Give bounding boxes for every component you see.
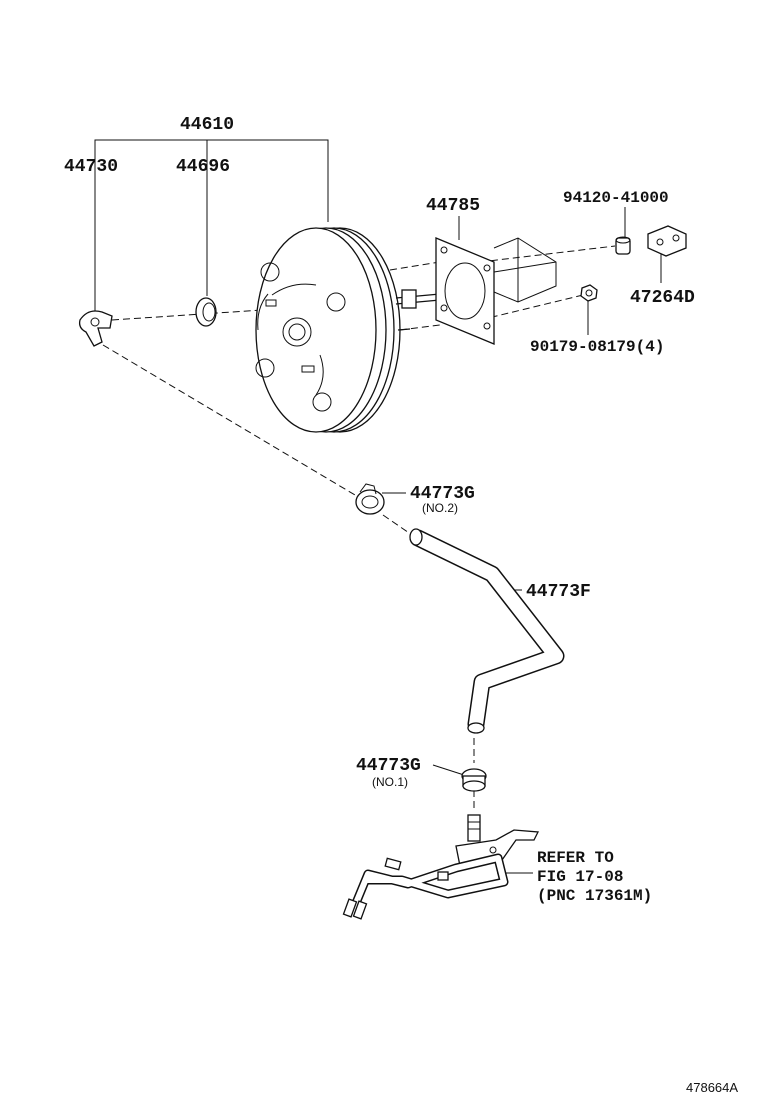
grommet — [195, 297, 217, 327]
label-44773G-no2: 44773G — [410, 484, 475, 504]
leader-44610 — [94, 139, 329, 312]
label-44773F: 44773F — [526, 582, 591, 602]
label-90179-08179: 90179-08179(4) — [530, 338, 664, 356]
leader-lines — [94, 139, 662, 874]
bush — [615, 236, 631, 255]
figure-id: 478664A — [686, 1080, 738, 1095]
reference-line-1: REFER TO — [537, 849, 614, 867]
label-44773G-no1: 44773G — [356, 756, 421, 776]
label-44730: 44730 — [64, 157, 118, 177]
label-94120-41000: 94120-41000 — [563, 189, 669, 207]
reference-line-3: (PNC 17361M) — [537, 887, 652, 905]
reference-line-2: FIG 17-08 — [537, 868, 623, 886]
label-47264D: 47264D — [630, 288, 695, 308]
clamp-no2 — [355, 483, 385, 515]
label-44785: 44785 — [426, 196, 480, 216]
brake-booster — [255, 227, 441, 433]
label-44696: 44696 — [176, 157, 230, 177]
clevis — [647, 225, 687, 257]
nut — [580, 284, 598, 302]
vacuum-pipe-assembly — [342, 814, 540, 920]
vacuum-hose — [409, 528, 565, 734]
label-44610: 44610 — [180, 115, 234, 135]
label-no2-note: (NO.2) — [422, 501, 458, 515]
label-no1-note: (NO.1) — [372, 775, 408, 789]
check-valve — [78, 310, 113, 347]
clamp-no1 — [461, 768, 487, 792]
gasket — [435, 237, 557, 345]
leader-clamp-no1 — [432, 764, 465, 776]
